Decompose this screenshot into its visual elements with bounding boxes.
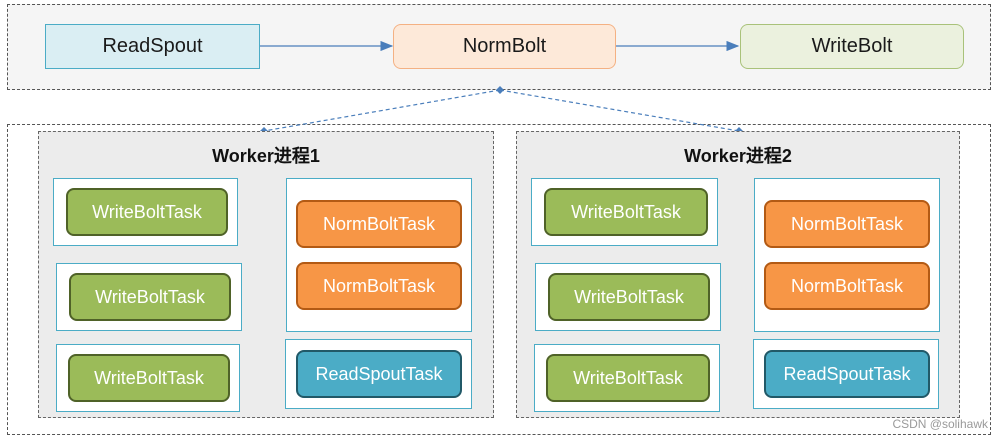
- topology-to-worker1-link: [263, 89, 501, 132]
- worker-2-norm-task-2: NormBoltTask: [764, 262, 930, 310]
- topology-to-worker2-link: [499, 89, 740, 132]
- worker-2-write-task-3: WriteBoltTask: [546, 354, 710, 402]
- norm-bolt-node: NormBolt: [393, 24, 616, 69]
- worker-2-read-task: ReadSpoutTask: [764, 350, 930, 398]
- worker-2-title: Worker进程2: [684, 146, 792, 166]
- link-point-top: [496, 86, 504, 94]
- worker-2-write-task-2: WriteBoltTask: [548, 273, 710, 321]
- read-spout-node: ReadSpout: [45, 24, 260, 69]
- worker-2-norm-task-1: NormBoltTask: [764, 200, 930, 248]
- write-bolt-node: WriteBolt: [740, 24, 964, 69]
- worker-1-norm-task-2: NormBoltTask: [296, 262, 462, 310]
- worker-1-norm-task-1: NormBoltTask: [296, 200, 462, 248]
- watermark-text: CSDN @solihawk: [892, 417, 988, 431]
- worker-1-write-task-3: WriteBoltTask: [68, 354, 230, 402]
- worker-2-write-task-1: WriteBoltTask: [544, 188, 708, 236]
- worker-1-read-task: ReadSpoutTask: [296, 350, 462, 398]
- worker-1-write-task-1: WriteBoltTask: [66, 188, 228, 236]
- worker-1-write-task-2: WriteBoltTask: [69, 273, 231, 321]
- worker-1-title: Worker进程1: [212, 146, 320, 166]
